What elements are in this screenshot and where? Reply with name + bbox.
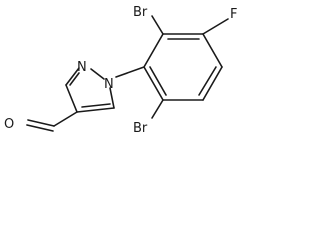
bond-c3-c4 (65, 84, 78, 113)
molecule-svg: Br Br F N N O (4, 5, 237, 136)
atom-oxygen: O (4, 117, 14, 132)
bond-cho-o-1 (27, 119, 55, 127)
bond-ar-c1-c2 (143, 33, 164, 68)
bond-c4-c5-inner (81, 103, 111, 108)
bond-ar-c3-c4 (202, 33, 223, 68)
bond-ar-c4-c5-inner (198, 66, 217, 96)
bond-br-bottom (151, 99, 164, 119)
bond-n1-aryl (115, 66, 145, 78)
bond-c4-cho (53, 111, 78, 127)
atom-br-top: Br (133, 5, 148, 20)
bond-ar-c6-c1 (143, 66, 164, 101)
atom-br-bottom: Br (133, 121, 148, 136)
bond-br-top (151, 15, 164, 35)
bond-n2-c3-inner (69, 72, 80, 86)
bond-n1-c5 (109, 87, 115, 109)
bond-ar-c4-c5 (202, 66, 223, 101)
bond-fluorine (202, 18, 229, 35)
atom-fluorine: F (230, 7, 237, 22)
atom-n2: N (77, 60, 87, 75)
structure-diagram: Br Br F N N O (4, 5, 237, 136)
atom-n1: N (104, 77, 114, 92)
bond-cho-o-2 (26, 124, 54, 132)
bond-n1-n2 (90, 68, 105, 80)
bond-n2-c3 (65, 67, 80, 86)
bond-ar-c6-c1-inner (149, 66, 167, 96)
bond-c4-c5 (76, 107, 115, 113)
